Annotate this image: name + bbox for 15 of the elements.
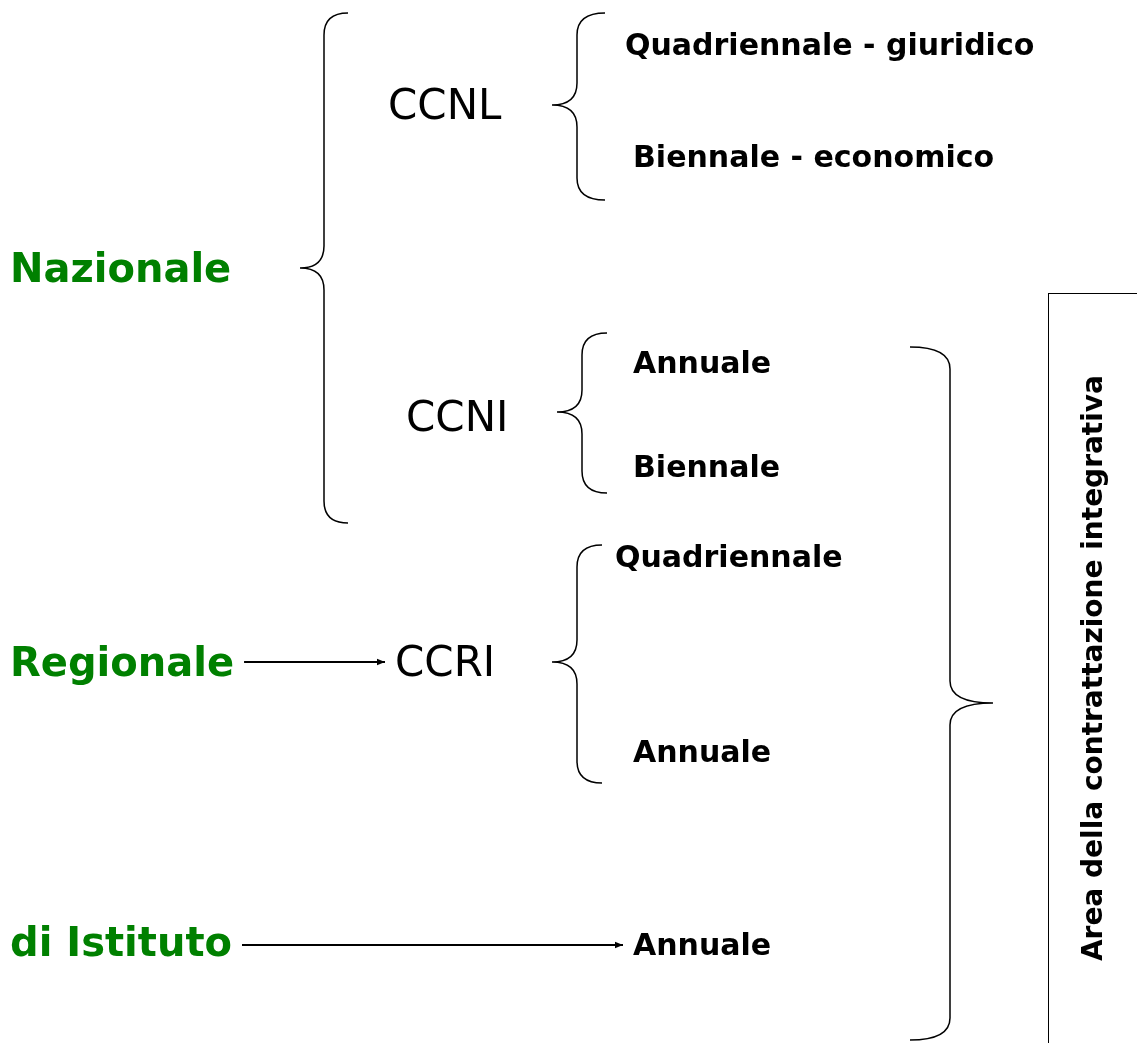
duration-label: Biennale [633,452,781,482]
contract-label: CCNL [388,84,502,126]
duration-label: Annuale [633,737,772,767]
arrow [243,658,386,666]
duration-label: Annuale [633,348,772,378]
duration-label: Quadriennale [615,542,843,572]
level-label: Nazionale [10,248,232,288]
duration-label: Annuale [633,930,772,960]
vertical-caption: Area della contrattazione integrativa [1079,375,1107,962]
duration-label: Biennale - economico [633,142,995,172]
contract-label: CCRI [395,641,496,683]
level-label: di Istituto [10,922,232,962]
duration-label: Quadriennale - giuridico [625,30,1035,60]
contract-label: CCNI [406,396,509,438]
arrow [241,941,624,949]
